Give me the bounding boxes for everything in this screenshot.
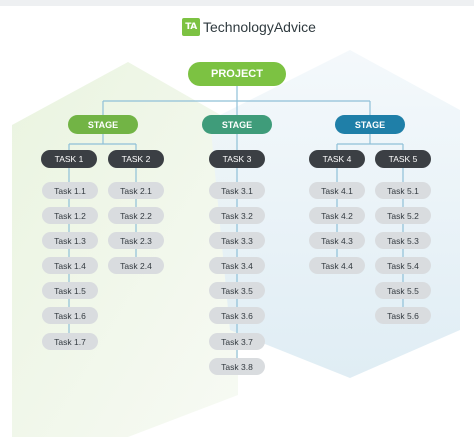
root-connector: [102, 86, 371, 115]
subtask-node: Task 1.7: [42, 333, 98, 350]
subtask-node: Task 1.5: [42, 282, 98, 299]
subtask-node: Task 2.1: [108, 182, 164, 199]
subtask-node: Task 4.4: [309, 257, 365, 274]
stage-node-3: STAGE: [335, 115, 405, 134]
subtask-node: Task 3.3: [209, 232, 265, 249]
subtask-node: Task 5.5: [375, 282, 431, 299]
subtask-node: Task 1.2: [42, 207, 98, 224]
subtask-node: Task 1.3: [42, 232, 98, 249]
task-node-3: TASK 3: [209, 150, 265, 168]
subtask-node: Task 3.6: [209, 307, 265, 324]
stage-node-2: STAGE: [202, 115, 272, 134]
subtask-node: Task 1.4: [42, 257, 98, 274]
subtask-node: Task 1.1: [42, 182, 98, 199]
subtask-node: Task 3.7: [209, 333, 265, 350]
task-node-1: TASK 1: [41, 150, 97, 168]
subtask-node: Task 4.3: [309, 232, 365, 249]
brand-logo: TA TechnologyAdvice: [182, 17, 316, 37]
task-node-5: TASK 5: [375, 150, 431, 168]
subtask-node: Task 3.4: [209, 257, 265, 274]
subtask-node: Task 3.8: [209, 358, 265, 375]
task-node-4: TASK 4: [309, 150, 365, 168]
subtask-node: Task 4.2: [309, 207, 365, 224]
project-node: PROJECT: [188, 62, 286, 86]
stage-1-connector: [68, 134, 137, 150]
task-node-2: TASK 2: [108, 150, 164, 168]
subtask-node: Task 5.1: [375, 182, 431, 199]
subtask-node: Task 5.2: [375, 207, 431, 224]
subtask-node: Task 2.4: [108, 257, 164, 274]
subtask-node: Task 2.3: [108, 232, 164, 249]
stage-3-connector: [336, 134, 404, 150]
subtask-node: Task 2.2: [108, 207, 164, 224]
brand-mark-icon: TA: [182, 18, 200, 36]
top-strip: [0, 0, 474, 6]
stage-node-1: STAGE: [68, 115, 138, 134]
subtask-node: Task 5.6: [375, 307, 431, 324]
brand-name: TechnologyAdvice: [203, 19, 316, 35]
subtask-node: Task 1.6: [42, 307, 98, 324]
subtask-node: Task 3.5: [209, 282, 265, 299]
subtask-node: Task 3.1: [209, 182, 265, 199]
subtask-node: Task 3.2: [209, 207, 265, 224]
subtask-node: Task 4.1: [309, 182, 365, 199]
subtask-node: Task 5.3: [375, 232, 431, 249]
subtask-node: Task 5.4: [375, 257, 431, 274]
